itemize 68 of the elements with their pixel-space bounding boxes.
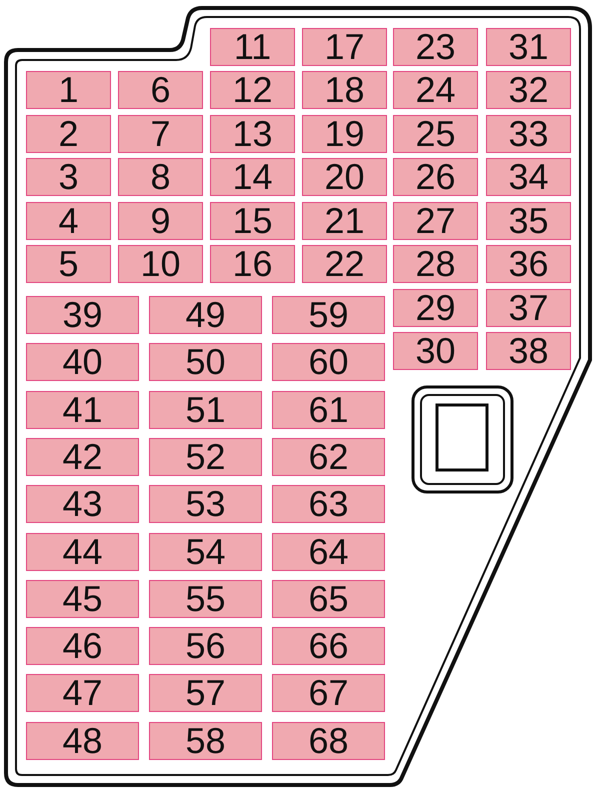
- fuse-slot: 21: [302, 202, 387, 240]
- fuse-slot: 7: [118, 115, 203, 153]
- fuse-slot: 5: [26, 245, 111, 283]
- fuse-slot: 56: [149, 627, 262, 666]
- fuse-slot: 41: [26, 390, 139, 429]
- fuse-slot: 32: [486, 71, 571, 109]
- fuse-slot: 1: [26, 71, 111, 109]
- fuse-slot: 24: [393, 71, 478, 109]
- fuse-slot: 45: [26, 580, 139, 618]
- fuse-slot: 58: [149, 722, 262, 760]
- fuse-slot: 27: [393, 202, 478, 240]
- fuse-slot: 62: [272, 438, 385, 476]
- fuse-slot: 47: [26, 674, 139, 712]
- fuse-slot: 42: [26, 438, 139, 476]
- fuse-slot: 60: [272, 343, 385, 382]
- fuse-slot: 15: [210, 202, 295, 240]
- fuse-slot: 9: [118, 202, 203, 240]
- fuse-slot: 67: [272, 674, 385, 712]
- fuse-slot: 61: [272, 390, 385, 429]
- fuse-slot: 34: [486, 158, 571, 196]
- fuse-slot: 4: [26, 202, 111, 240]
- fuse-slot: 51: [149, 390, 262, 429]
- fuse-slot: 18: [302, 71, 387, 109]
- fuse-slot: 28: [393, 245, 478, 283]
- fuse-slot: 48: [26, 722, 139, 760]
- fuse-slot: 50: [149, 343, 262, 382]
- fuse-slot: 49: [149, 296, 262, 334]
- fuse-slot: 54: [149, 532, 262, 570]
- fuse-slot: 13: [210, 115, 295, 153]
- fuse-slot: 22: [302, 245, 387, 283]
- fuse-slot: 59: [272, 296, 385, 334]
- fuse-slot: 57: [149, 674, 262, 712]
- fuse-slot: 25: [393, 115, 478, 153]
- fuse-slot: 39: [26, 296, 139, 334]
- fuse-slot: 38: [486, 332, 571, 370]
- fuse-slot: 3: [26, 158, 111, 196]
- fuse-slot: 40: [26, 343, 139, 382]
- fuse-slot: 53: [149, 485, 262, 524]
- fuse-slot: 6: [118, 71, 203, 109]
- fuse-slot: 23: [393, 28, 478, 66]
- fuse-slot: 35: [486, 202, 571, 240]
- fuse-slot: 19: [302, 115, 387, 153]
- fuse-slot: 66: [272, 627, 385, 666]
- fuse-slot: 10: [118, 245, 203, 283]
- fuse-slot: 65: [272, 580, 385, 618]
- fuse-slot: 33: [486, 115, 571, 153]
- fuse-slot: 63: [272, 485, 385, 524]
- fuse-slot: 26: [393, 158, 478, 196]
- fuse-slot: 2: [26, 115, 111, 153]
- fuse-slot: 44: [26, 532, 139, 570]
- fuse-slot: 12: [210, 71, 295, 109]
- fuse-slot: 20: [302, 158, 387, 196]
- fuse-slot: 29: [393, 289, 478, 327]
- fuse-slot: 36: [486, 245, 571, 283]
- fuse-slot: 14: [210, 158, 295, 196]
- fuse-slot: 17: [302, 28, 387, 66]
- fuse-slot: 31: [486, 28, 571, 66]
- fuse-slot: 46: [26, 627, 139, 666]
- fuse-slot: 64: [272, 532, 385, 570]
- fuse-slot: 11: [210, 28, 295, 66]
- fuse-slot: 30: [393, 332, 478, 370]
- fuse-slot: 8: [118, 158, 203, 196]
- fuse-slot: 16: [210, 245, 295, 283]
- fuse-slot: 37: [486, 289, 571, 327]
- fuse-slot: 55: [149, 580, 262, 618]
- fuse-slot: 52: [149, 438, 262, 476]
- fuse-slot: 43: [26, 485, 139, 524]
- fuse-slot: 68: [272, 722, 385, 760]
